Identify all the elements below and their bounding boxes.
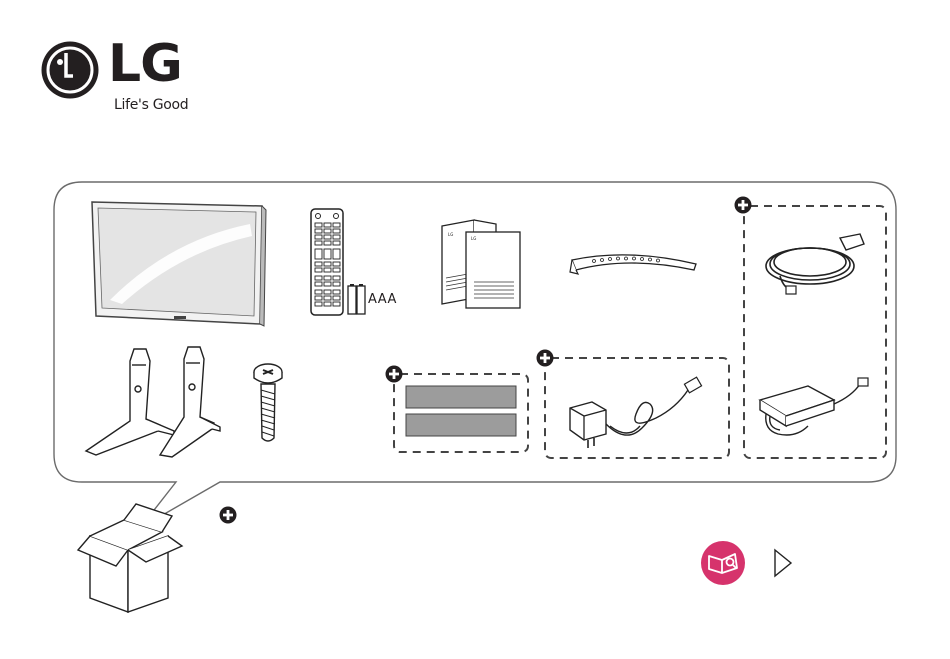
- plus-circle-icon: [535, 348, 555, 368]
- plus-circle-icon: [733, 195, 753, 215]
- optional-group-foam: [384, 364, 534, 456]
- battery-icon: [347, 283, 367, 315]
- plus-circle-icon: [384, 364, 404, 384]
- stand-icon: [80, 345, 225, 465]
- screw-icon: [252, 362, 284, 446]
- box-icon: [76, 500, 186, 620]
- open-book-icon: [700, 540, 746, 586]
- ac-adapter-large-icon: [756, 376, 872, 442]
- ac-adapter-small-icon: [566, 368, 716, 450]
- manual-icon: LG LG: [440, 218, 522, 310]
- tv-panel-icon: [90, 200, 270, 330]
- remote-control-icon: [310, 208, 344, 316]
- power-cord-icon: [760, 228, 870, 298]
- svg-text:LG: LG: [448, 232, 453, 237]
- battery-label: AAA: [368, 292, 397, 307]
- svg-text:LG: LG: [471, 236, 476, 241]
- foam-pad-icon: [406, 386, 516, 436]
- triangle-right-icon[interactable]: [772, 548, 794, 578]
- cable-tie-icon: [568, 242, 700, 278]
- plus-circle-icon: [218, 505, 238, 525]
